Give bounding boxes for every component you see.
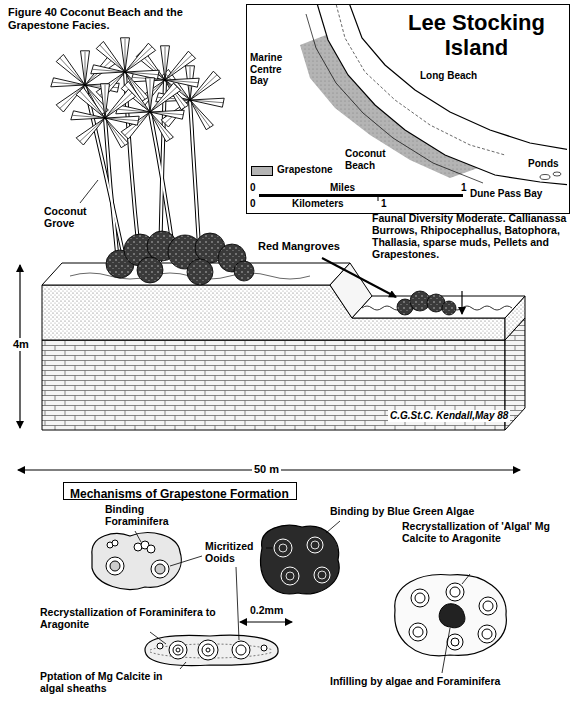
mechanism-label: Pptation of Mg Calcite in algal sheaths [40,670,175,694]
figure-title: Figure 40 Coconut Beach and the Grapesto… [8,6,186,31]
scale-number: 1 [381,198,387,210]
scale-unit: Kilometers [292,198,344,210]
scale-label: 0.2mm [250,604,283,616]
dimension-label: 50 m [252,463,281,476]
section-heading-box: Mechanisms of Grapestone Formation [63,482,297,500]
author-credit: C.G.St.C. Kendall,May 88 [388,410,510,422]
legend-swatch [251,166,273,176]
legend-text: Grapestone [277,164,333,176]
mechanism-label: Recrystallization of Foraminifera to Ara… [40,606,230,630]
map-place-label: Coconut Beach [345,148,393,171]
scale-number: 1 [461,182,467,194]
mechanism-label: Binding by Blue Green Algae [330,505,474,517]
tree-label: Coconut Grove [44,205,96,229]
map-place-label: Ponds [528,158,559,170]
mechanism-label: Infilling by algae and Foraminifera [330,675,500,687]
mechanism-label: Recrystallization of 'Algal' Mg Calcite … [402,520,567,544]
fauna-note: Faunal Diversity Moderate. Callianassa B… [372,212,568,260]
section-heading: Mechanisms of Grapestone Formation [70,488,289,502]
map-drawing [259,5,567,201]
map-title: Lee Stocking Island [394,11,559,60]
mechanism-label: Micritized Ooids [205,540,265,564]
mangrove-label: Red Mangroves [258,240,340,253]
map-inset: Lee Stocking Island [246,4,570,214]
scale-number: 0 [250,182,256,194]
dimension-label: 4m [11,338,31,351]
scale-number: 0 [250,198,256,210]
mechanism-label: Binding Foraminifera [105,503,180,527]
arrows [18,258,520,622]
coconut-trees [51,38,224,262]
map-place-label: Dune Pass Bay [470,188,542,200]
scale-unit: Miles [330,182,355,194]
map-place-label: Marine Centre Bay [250,52,298,87]
map-place-label: Long Beach [420,70,477,82]
cross-section-block [42,263,525,430]
